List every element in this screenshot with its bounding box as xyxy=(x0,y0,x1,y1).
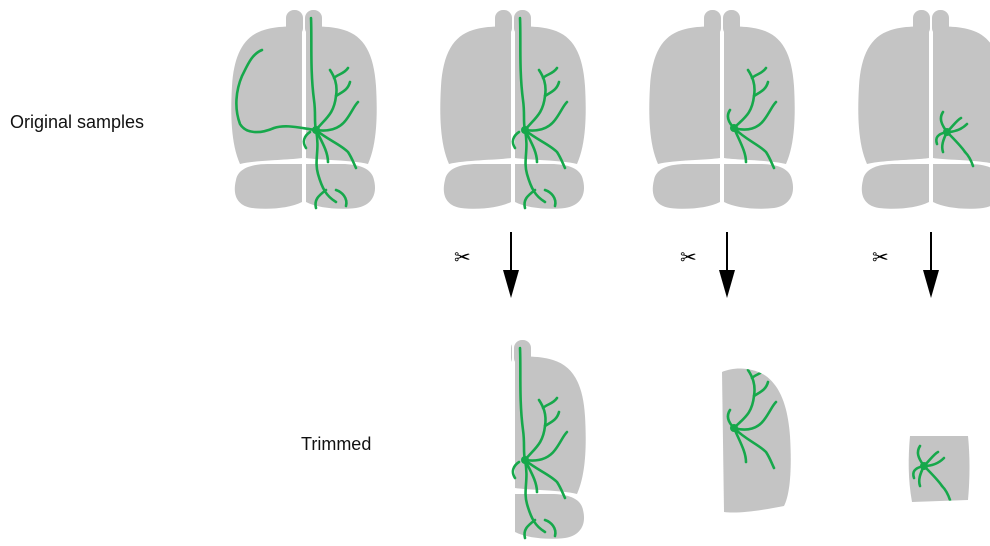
trimmed-sample-1 xyxy=(440,340,585,539)
scissors-icon: ✂ xyxy=(872,247,889,269)
original-sample-1 xyxy=(231,10,376,209)
trimmed-sample-2 xyxy=(722,368,791,513)
original-sample-2 xyxy=(440,10,585,209)
scissors-icon: ✂ xyxy=(454,247,471,269)
trimmed-sample-3 xyxy=(909,436,970,502)
scissors-icon: ✂ xyxy=(680,247,697,269)
original-sample-3 xyxy=(649,10,794,209)
cut-arrow-3: ✂ xyxy=(872,232,939,298)
cut-arrow-1: ✂ xyxy=(454,232,519,298)
cut-arrow-2: ✂ xyxy=(680,232,735,298)
original-sample-4 xyxy=(858,10,990,209)
